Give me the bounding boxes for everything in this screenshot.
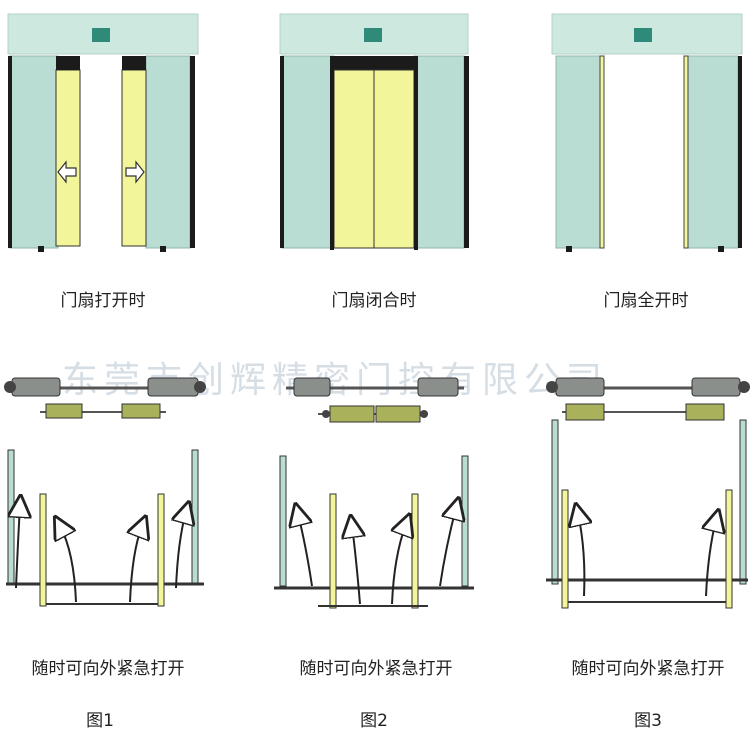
right-leaf-section: [375, 405, 421, 423]
plan-view-2: [274, 455, 474, 609]
sensor-icon: [634, 28, 652, 42]
right-arrow-icon: [125, 160, 145, 184]
left-post: [280, 56, 284, 248]
right-side-panel: [145, 55, 191, 249]
elevation-2: [279, 13, 469, 250]
state-label-1: 门扇打开时: [61, 291, 146, 311]
swing-arrow-icon: [439, 508, 456, 587]
caption-3: 随时可向外紧急打开: [572, 659, 725, 679]
left-leaf: [55, 69, 81, 247]
swing-arrow-icon: [392, 524, 406, 605]
state-label-2: 门扇闭合时: [332, 291, 417, 311]
sensor-icon: [364, 28, 382, 42]
plan-view-1: [6, 449, 204, 607]
right-post: [738, 56, 742, 248]
right-side-panel: [413, 55, 465, 249]
right-leaf-section: [121, 403, 161, 419]
watermark: 东莞市创辉精密门控有限公司: [62, 360, 608, 401]
swing-arrow-icon: [706, 520, 716, 597]
state-label-3: 门扇全开时: [604, 291, 689, 311]
swing-arrow-icon: [298, 514, 313, 587]
left-leaf: [333, 69, 375, 249]
right-post: [464, 56, 469, 248]
elevation-3: [551, 13, 743, 252]
swing-arrow-icon: [60, 526, 77, 603]
left-leaf: [599, 55, 605, 249]
caption-1: 随时可向外紧急打开: [32, 659, 185, 679]
sensor-icon: [92, 28, 110, 42]
swing-arrow-icon: [16, 506, 20, 589]
track-section-1: [4, 377, 206, 419]
plan-view-3: [546, 419, 748, 609]
figure-label-2: 图2: [360, 711, 388, 731]
swing-arrow-icon: [130, 526, 142, 603]
caption-2: 随时可向外紧急打开: [300, 659, 453, 679]
right-side-panel: [687, 55, 739, 249]
track-section-3: [546, 377, 750, 421]
left-arrow-icon: [57, 160, 77, 184]
figure-label-1: 图1: [86, 711, 114, 731]
swing-arrow-icon: [578, 514, 584, 597]
figure-label-3: 图3: [634, 711, 662, 731]
left-side-panel: [555, 55, 603, 249]
right-leaf-section: [685, 403, 725, 421]
right-leaf: [373, 69, 415, 249]
left-side-panel: [281, 55, 335, 249]
left-post: [8, 56, 12, 248]
right-post: [190, 56, 195, 248]
left-side-panel: [9, 55, 59, 249]
elevation-1: [7, 13, 199, 252]
right-leaf: [683, 55, 689, 249]
right-leaf: [121, 69, 147, 247]
left-leaf-section: [329, 405, 375, 423]
track-section-2: [286, 377, 464, 423]
swing-arrow-icon: [352, 526, 360, 605]
swing-arrow-icon: [176, 512, 186, 589]
left-leaf-section: [45, 403, 83, 419]
left-leaf-section: [565, 403, 605, 421]
